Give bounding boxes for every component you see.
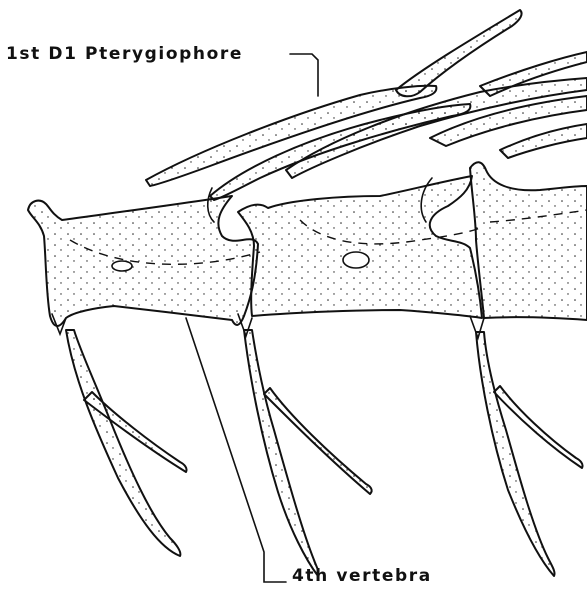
vertebra-3 bbox=[470, 162, 587, 320]
foramen-2 bbox=[343, 252, 369, 268]
pterygiophore-leader bbox=[290, 54, 318, 96]
rib-3a bbox=[476, 332, 555, 576]
vertebrae-group bbox=[28, 162, 587, 338]
pterygiophore-label: 1st D1 Pterygiophore bbox=[6, 44, 243, 64]
rib-2a bbox=[244, 330, 319, 576]
pterygiophore-group bbox=[146, 10, 587, 200]
vertebra-1 bbox=[28, 196, 258, 326]
rib-1a bbox=[66, 330, 180, 556]
pterygiophore-4 bbox=[286, 78, 587, 178]
foramen-1 bbox=[112, 261, 132, 271]
vertebra-2 bbox=[238, 176, 482, 318]
ribs-group bbox=[66, 330, 583, 576]
pterygiophore-7 bbox=[500, 124, 587, 158]
vertebra-label: 4th vertebra bbox=[292, 566, 432, 586]
